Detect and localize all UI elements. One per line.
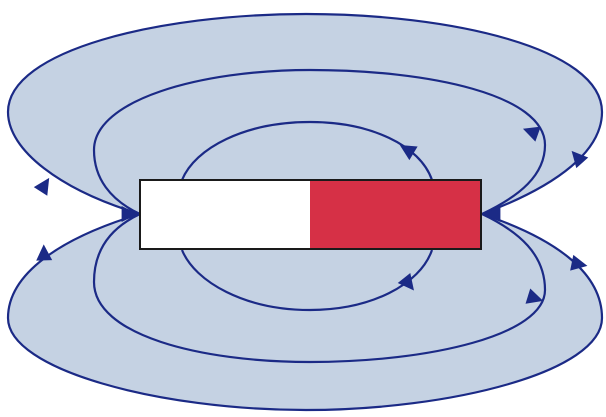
arrowhead — [484, 205, 501, 222]
arrowhead — [570, 254, 588, 271]
magnet-north-pole — [310, 180, 481, 249]
field-region — [8, 14, 602, 410]
arrowhead — [399, 145, 418, 161]
magnet-south-pole — [140, 180, 310, 249]
arrowhead — [36, 244, 53, 261]
arrowhead — [121, 206, 138, 222]
field-line-top-outer — [6, 12, 604, 216]
magnet-outline — [139, 179, 482, 250]
field-arrows — [33, 126, 589, 304]
field-line-top-middle — [92, 68, 547, 215]
arrowhead — [525, 288, 544, 304]
arrowhead — [33, 177, 50, 196]
field-region-bottom — [8, 214, 602, 410]
field-region-top — [8, 14, 602, 214]
bar-magnet — [139, 179, 482, 250]
arrowhead — [397, 273, 414, 291]
field-line-bottom-middle — [92, 213, 547, 364]
field-line-bottom-outer — [6, 212, 604, 412]
arrowhead — [522, 126, 541, 142]
arrowhead — [571, 150, 589, 169]
